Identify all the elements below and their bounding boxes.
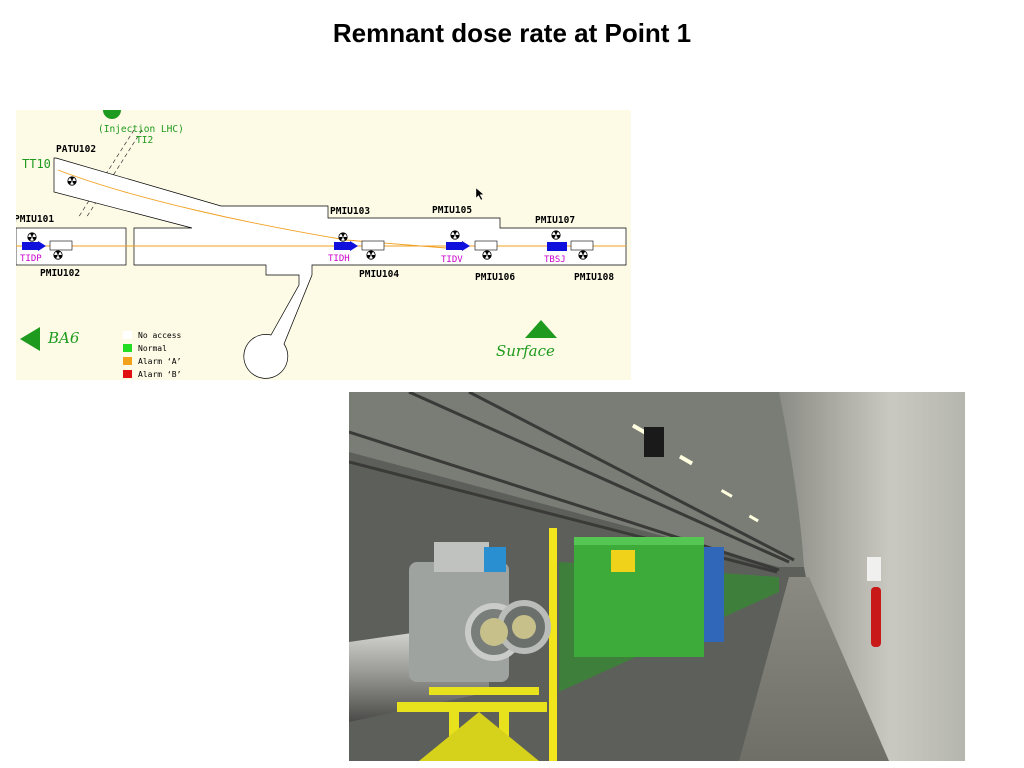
- element-label-tbsj: TBSJ: [544, 255, 566, 265]
- beam-line: [16, 169, 626, 249]
- legend-swatch-no-access: [123, 331, 132, 339]
- monitor-label-pmiu102: PMIU102: [40, 268, 80, 279]
- ti2-dashed-line: [85, 129, 143, 219]
- legend-label-no-access: No access: [138, 331, 182, 340]
- monitor-label-pmiu105: PMIU105: [432, 205, 472, 216]
- monitor-label-patu102: PATU102: [56, 144, 96, 155]
- ba6-arrow-icon: [20, 327, 40, 351]
- radiation-icon: [482, 250, 492, 260]
- legend-label-alarm-b: Alarm ‘B’: [138, 370, 181, 379]
- element-label-tidp: TIDP: [20, 254, 42, 264]
- injection-point-marker: [103, 110, 121, 119]
- monitor-box-pmiu106: [474, 240, 498, 251]
- radiation-icon: [53, 250, 63, 260]
- monitor-label-pmiu106: PMIU106: [475, 272, 515, 283]
- element-label-tidh: TIDH: [328, 254, 350, 264]
- monitor-box-pmiu102: [49, 240, 73, 251]
- radiation-icon: [578, 250, 588, 260]
- radiation-icon: [366, 250, 376, 260]
- legend-label-alarm-a: Alarm ‘A’: [138, 357, 181, 366]
- monitor-label-pmiu103: PMIU103: [330, 206, 370, 217]
- beam-element-tbsj: TBSJ: [544, 242, 567, 265]
- tunnel-label-surface: Surface: [496, 342, 555, 360]
- page-title: Remnant dose rate at Point 1: [332, 18, 692, 48]
- radiation-icon: [27, 232, 37, 242]
- legend-swatch-alarm-b: [123, 370, 132, 378]
- legend-swatch-normal: [123, 344, 132, 352]
- monitor-label-pmiu101: PMIU101: [16, 214, 54, 225]
- monitor-label-pmiu107: PMIU107: [535, 215, 575, 226]
- monitor-box-pmiu104: [361, 240, 385, 251]
- monitor-label-pmiu104: PMIU104: [359, 269, 399, 280]
- radiation-icon: [67, 176, 77, 186]
- tunnel-label-injection: (Injection LHC): [98, 124, 184, 135]
- legend: No access Normal Alarm ‘A’ Alarm ‘B’: [123, 331, 182, 379]
- radiation-icon: [338, 232, 348, 242]
- tunnel-label-ba6: BA6: [47, 329, 80, 347]
- legend-swatch-alarm-a: [123, 357, 132, 365]
- monitor-label-pmiu108: PMIU108: [574, 272, 614, 283]
- lhc-tunnel-photo: [349, 392, 965, 761]
- tunnel-label-ti2: TI2: [136, 135, 153, 146]
- mouse-cursor-icon: [475, 187, 484, 201]
- surface-arrow-icon: [525, 320, 557, 338]
- radiation-icon: [551, 230, 561, 240]
- tunnel-label-tt10: TT10: [22, 157, 51, 171]
- dose-rate-diagram: TIDP TIDH TIDV TBSJ: [16, 110, 631, 380]
- beam-element-tidp: TIDP: [20, 241, 46, 264]
- radiation-icon: [450, 230, 460, 240]
- element-label-tidv: TIDV: [441, 255, 463, 265]
- monitor-box-pmiu108: [570, 240, 594, 251]
- beam-element-tidv: TIDV: [441, 241, 470, 265]
- legend-label-normal: Normal: [138, 344, 167, 353]
- beam-element-tidh: TIDH: [328, 241, 358, 264]
